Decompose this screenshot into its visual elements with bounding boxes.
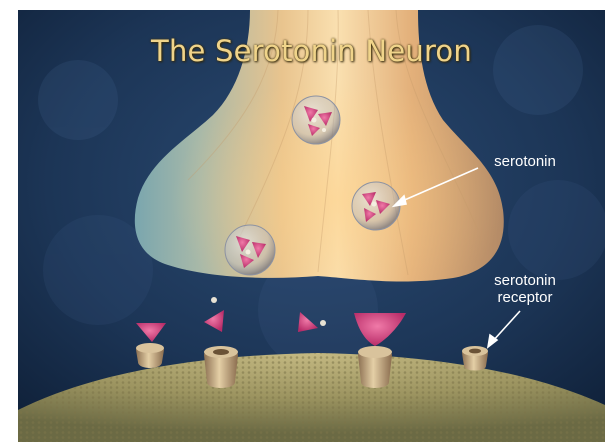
receptor — [462, 346, 488, 371]
vesicle — [292, 96, 340, 144]
serotonin-label: serotonin — [480, 153, 570, 170]
neuron-illustration — [18, 10, 605, 442]
receptor-label-line1: serotonin — [484, 272, 566, 289]
receptor-label-line2: receptor — [484, 289, 566, 306]
vesicle — [225, 225, 275, 275]
receptor — [204, 346, 238, 388]
receptor-label: serotonin receptor — [484, 272, 566, 306]
vesicle — [352, 182, 400, 230]
diagram-title: The Serotonin Neuron — [18, 34, 605, 68]
diagram-frame: The Serotonin Neuron serotonin serotonin… — [18, 10, 605, 442]
